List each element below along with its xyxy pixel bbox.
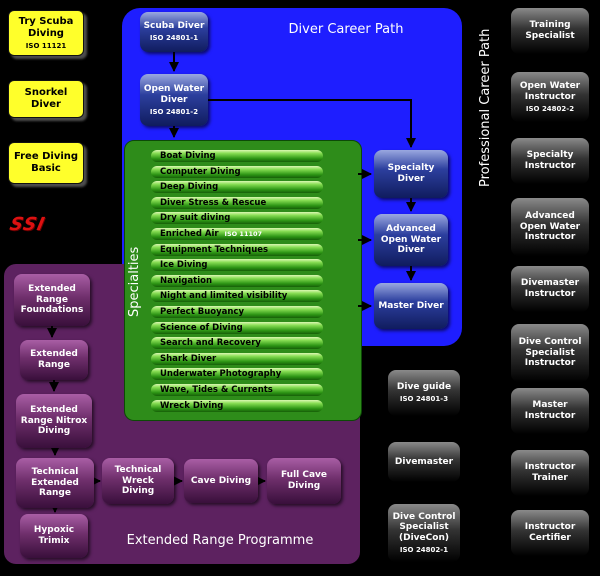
specialties-panel: Specialties Boat Diving Computer Diving … bbox=[124, 140, 362, 421]
scuba-diver-node: Scuba Diver ISO 24801-1 bbox=[140, 12, 208, 52]
try-scuba-diving-node: Try Scuba Diving ISO 11121 bbox=[8, 10, 84, 56]
master-diver-node: Master Diver bbox=[374, 283, 448, 329]
iso-label: ISO 24801-2 bbox=[149, 107, 199, 116]
specialties-vertical-label: Specialties bbox=[127, 246, 142, 317]
extended-range-foundations-node: Extended Range Foundations bbox=[14, 274, 90, 326]
specialty-item: Deep Diving bbox=[151, 181, 323, 194]
iso-label: ISO 24802-2 bbox=[525, 104, 575, 113]
specialty-item: Ice Diving bbox=[151, 259, 323, 272]
iso-label: ISO 24802-1 bbox=[399, 546, 449, 554]
specialty-item: Underwater Photography bbox=[151, 368, 323, 381]
specialty-item-enriched-air: Enriched Air ISO 11107 bbox=[151, 227, 323, 240]
specialty-list: Boat Diving Computer Diving Deep Diving … bbox=[151, 150, 323, 412]
advanced-open-water-diver-node: Advanced Open Water Diver bbox=[374, 214, 448, 266]
extended-range-title: Extended Range Programme bbox=[126, 533, 314, 548]
ssi-logo: SSI bbox=[7, 214, 48, 235]
specialty-item: Boat Diving bbox=[151, 150, 323, 162]
pro-node-divemaster-instructor: Divemaster Instructor bbox=[511, 266, 589, 312]
specialty-item: Computer Diving bbox=[151, 165, 323, 178]
specialty-item: Diver Stress & Rescue bbox=[151, 196, 323, 209]
iso-label: ISO 24801-1 bbox=[149, 34, 199, 43]
specialty-diver-node: Specialty Diver bbox=[374, 150, 448, 198]
technical-extended-range-node: Technical Extended Range bbox=[16, 458, 94, 508]
iso-label: ISO 11121 bbox=[25, 41, 67, 50]
dive-guide-node: Dive guide ISO 24801-3 bbox=[388, 370, 460, 416]
specialty-item: Perfect Buoyancy bbox=[151, 305, 323, 318]
hypoxic-trimix-node: Hypoxic Trimix bbox=[20, 514, 88, 558]
specialty-item: Night and limited visibility bbox=[151, 290, 323, 303]
technical-wreck-diving-node: Technical Wreck Diving bbox=[102, 458, 174, 504]
pro-node-master-instructor: Master Instructor bbox=[511, 388, 589, 434]
pro-node-training-specialist: Training Specialist bbox=[511, 8, 589, 54]
specialty-item: Navigation bbox=[151, 274, 323, 287]
pro-node-advanced-open-water-instructor: Advanced Open Water Instructor bbox=[511, 198, 589, 256]
specialty-item: Dry suit diving bbox=[151, 212, 323, 225]
extended-range-node: Extended Range bbox=[20, 340, 88, 380]
full-cave-diving-node: Full Cave Diving bbox=[267, 458, 341, 504]
specialty-item: Science of Diving bbox=[151, 321, 323, 334]
free-diving-basic-node: Free Diving Basic bbox=[8, 142, 84, 184]
divemaster-node: Divemaster bbox=[388, 442, 460, 482]
snorkel-diver-node: Snorkel Diver bbox=[8, 80, 84, 118]
specialty-item: Equipment Techniques bbox=[151, 243, 323, 256]
professional-career-path-title: Professional Career Path bbox=[478, 28, 493, 188]
pro-node-dive-control-specialist-instructor: Dive Control Specialist Instructor bbox=[511, 324, 589, 382]
extended-range-nitrox-diving-node: Extended Range Nitrox Diving bbox=[16, 394, 92, 448]
enriched-air-iso: ISO 11107 bbox=[224, 229, 263, 238]
dive-control-specialist-node: Dive Control Specialist (DiveCon) ISO 24… bbox=[388, 504, 460, 562]
pro-node-open-water-instructor: Open Water Instructor ISO 24802-2 bbox=[511, 72, 589, 122]
specialty-item: Search and Recovery bbox=[151, 337, 323, 350]
pro-node-instructor-certifier: Instructor Certifier bbox=[511, 510, 589, 556]
specialty-item: Shark Diver bbox=[151, 352, 323, 365]
pro-node-specialty-instructor: Specialty Instructor bbox=[511, 138, 589, 184]
specialty-item: Wave, Tides & Currents bbox=[151, 383, 323, 396]
pro-node-instructor-trainer: Instructor Trainer bbox=[511, 450, 589, 496]
diver-career-path-title: Diver Career Path bbox=[288, 22, 404, 37]
open-water-diver-node: Open Water Diver ISO 24801-2 bbox=[140, 74, 208, 126]
cave-diving-node: Cave Diving bbox=[184, 459, 258, 503]
iso-label: ISO 24801-3 bbox=[399, 395, 449, 404]
specialty-item: Wreck Diving bbox=[151, 399, 323, 412]
